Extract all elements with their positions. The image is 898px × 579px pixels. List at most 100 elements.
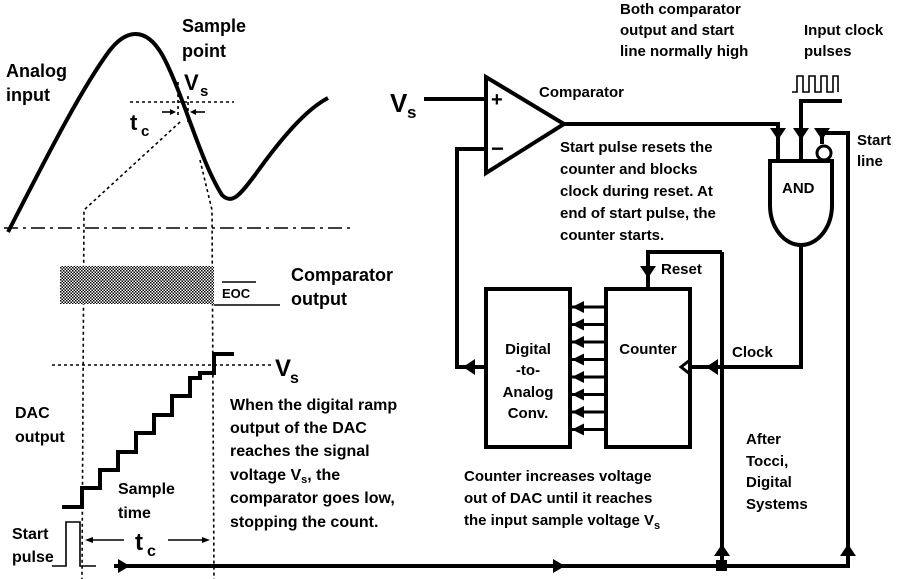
vs-sub-dac: s <box>290 370 299 387</box>
start-line-label-2: line <box>857 153 883 170</box>
bus-arrowhead <box>572 301 584 313</box>
end-projection-line <box>199 159 215 579</box>
dac-output-label-2: output <box>15 429 65 446</box>
bus-arrowhead <box>572 336 584 348</box>
vs-label-dac: V <box>275 355 291 382</box>
clock-pulse-train <box>792 75 839 93</box>
svg-text:out of DAC until it reaches: out of DAC until it reaches <box>464 490 652 507</box>
svg-text:Start pulse resets the: Start pulse resets the <box>560 139 713 156</box>
start-note: Start pulse resets the counter and block… <box>560 139 716 244</box>
svg-text:counter starts.: counter starts. <box>560 227 664 244</box>
comparator-output-label-2: output <box>291 289 347 309</box>
counter-label: Counter <box>619 341 677 358</box>
svg-text:Conv.: Conv. <box>508 405 549 422</box>
analog-input-curve <box>6 32 329 233</box>
and-gate-label: AND <box>782 180 815 197</box>
bus-arrowhead <box>572 406 584 418</box>
vs-input-label: V <box>390 88 408 118</box>
analog-input-label: Analog <box>6 61 67 81</box>
svg-text:stopping the count.: stopping the count. <box>230 514 378 531</box>
svg-text:clock during reset. At: clock during reset. At <box>560 183 713 200</box>
sample-point-label-2: point <box>182 41 226 61</box>
dac-label: Digital -to- Analog Conv. <box>503 341 554 422</box>
bus-arrowhead <box>572 318 584 331</box>
clock-pulses-label-2: pulses <box>804 43 852 60</box>
svg-text:output and start: output and start <box>620 22 734 39</box>
reset-label: Reset <box>661 261 702 278</box>
svg-text:Digital: Digital <box>746 474 792 491</box>
arrowhead <box>85 537 93 543</box>
inverter-bubble <box>815 144 833 162</box>
clock-pulses-label: Input clock <box>804 22 884 39</box>
normally-high-note: Both comparator output and start line no… <box>620 1 748 60</box>
tc-label-top: t <box>130 110 138 135</box>
arrowhead <box>793 128 809 140</box>
svg-text:Digital: Digital <box>505 341 551 358</box>
svg-text:After: After <box>746 431 781 448</box>
start-line-wire <box>114 131 850 568</box>
tc-label-bottom: t <box>135 529 143 556</box>
vs-input-sub: s <box>407 103 416 122</box>
arrowhead <box>202 537 210 543</box>
arrowhead <box>770 128 786 140</box>
arrowhead <box>170 109 176 115</box>
comparator-output-label: Comparator <box>291 265 393 285</box>
start-projection-line <box>81 121 181 579</box>
bus-arrowhead <box>572 353 584 366</box>
feedback-wire <box>455 147 486 369</box>
clock-input-wire <box>799 99 842 160</box>
svg-text:end of start pulse, the: end of start pulse, the <box>560 205 716 222</box>
and-gate[interactable] <box>768 159 834 247</box>
vs-sub-top: s <box>200 83 208 100</box>
svg-text:Both comparator: Both comparator <box>620 1 741 18</box>
svg-text:voltage Vs, the: voltage Vs, the <box>230 467 340 486</box>
arrowhead <box>190 109 196 115</box>
start-pulse-label: Start <box>12 526 49 543</box>
bus-arrowhead <box>572 371 584 383</box>
dac-output-label: DAC <box>15 405 50 422</box>
svg-text:counter and blocks: counter and blocks <box>560 161 698 178</box>
svg-text:Analog: Analog <box>503 384 554 401</box>
bus-arrowhead <box>572 423 584 436</box>
comparator-symbol[interactable] <box>484 73 568 177</box>
start-pulse-label-2: pulse <box>12 549 54 566</box>
bus-arrowhead <box>572 388 584 401</box>
sample-time-label: Sample <box>118 481 175 498</box>
svg-text:Tocci,: Tocci, <box>746 453 788 470</box>
arrowhead <box>714 544 730 556</box>
svg-text:-to-: -to- <box>516 362 540 379</box>
comparator-output-wire <box>564 122 780 160</box>
svg-text:line normally high: line normally high <box>620 43 748 60</box>
comparator-label: Comparator <box>539 84 624 101</box>
eoc-label: EOC <box>222 286 251 301</box>
vs-label-top: V <box>184 70 199 95</box>
counter-block[interactable] <box>604 287 692 449</box>
start-pulse-waveform <box>52 521 96 567</box>
plus-terminal: + <box>491 89 503 111</box>
tc-sub-top: c <box>141 123 149 140</box>
dac-block[interactable] <box>484 287 572 449</box>
minus-terminal: − <box>491 136 504 161</box>
start-line-arrow-2 <box>553 559 565 573</box>
svg-text:reaches the signal: reaches the signal <box>230 443 370 460</box>
svg-text:Systems: Systems <box>746 496 808 513</box>
credit-note: After Tocci, Digital Systems <box>746 431 808 513</box>
reset-arrow <box>640 266 656 278</box>
analog-input-label-2: input <box>6 85 50 105</box>
tc-sub-bottom: c <box>147 543 156 560</box>
clock-wire <box>690 244 803 369</box>
start-line-arrow <box>118 559 130 573</box>
sample-time-label-2: time <box>118 505 151 522</box>
comparator-output-hatched <box>60 266 214 304</box>
svg-text:Counter increases voltage: Counter increases voltage <box>464 468 652 485</box>
dac-output-arrow <box>463 359 475 375</box>
clock-label: Clock <box>732 344 774 361</box>
data-bus <box>572 301 606 436</box>
ramp-note: When the digital ramp output of the DAC … <box>230 397 397 531</box>
svg-text:output of the DAC: output of the DAC <box>230 420 367 437</box>
start-line-label: Start <box>857 132 891 149</box>
svg-text:When the digital ramp: When the digital ramp <box>230 397 397 414</box>
sample-point-label: Sample <box>182 16 246 36</box>
svg-text:comparator goes low,: comparator goes low, <box>230 490 395 507</box>
